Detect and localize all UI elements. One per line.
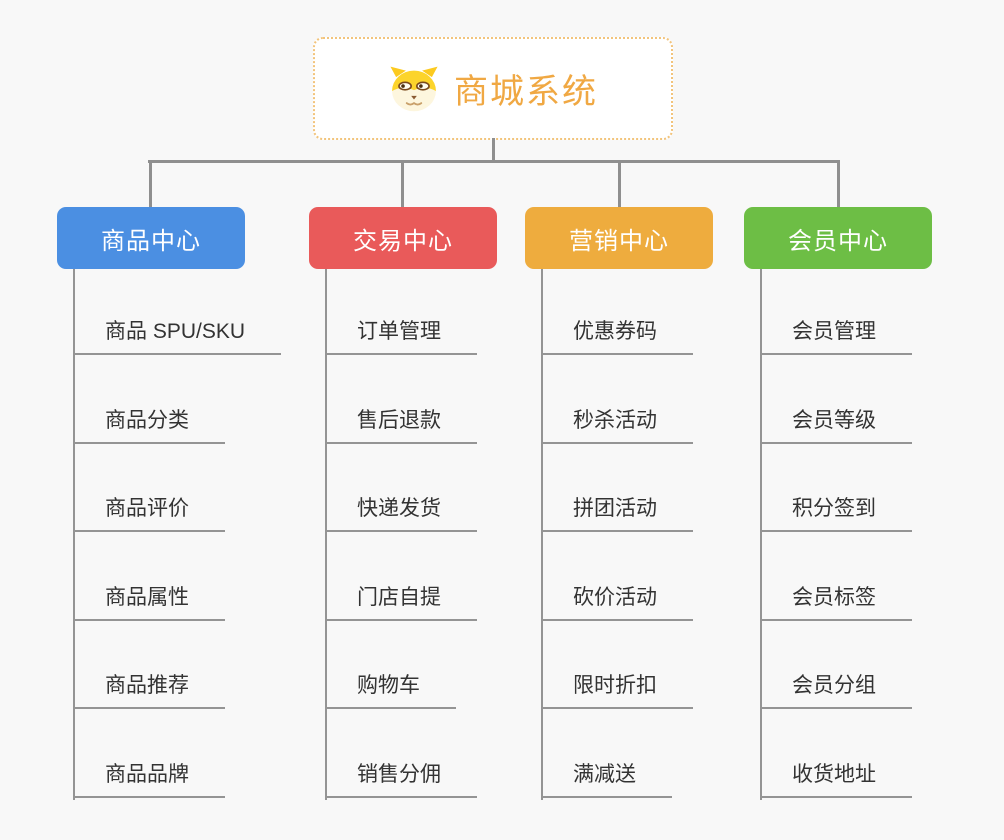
branch-member-center[interactable]: 会员中心	[744, 207, 932, 269]
child-node[interactable]: 商品 SPU/SKU	[73, 317, 282, 355]
child-node[interactable]: 满减送	[541, 760, 672, 798]
child-node[interactable]: 优惠券码	[541, 317, 693, 355]
child-node[interactable]: 门店自提	[325, 583, 477, 621]
root-node[interactable]: 商城系统	[313, 37, 673, 140]
child-node[interactable]: 商品品牌	[73, 760, 225, 798]
child-node[interactable]: 砍价活动	[541, 583, 693, 621]
child-node[interactable]: 销售分佣	[325, 760, 477, 798]
child-node[interactable]: 快递发货	[325, 494, 477, 532]
branch-connector-stub	[149, 161, 152, 208]
branch-children-column: 优惠券码 秒杀活动 拼团活动 砍价活动 限时折扣 满减送	[541, 269, 801, 800]
child-node[interactable]: 订单管理	[325, 317, 477, 355]
child-node[interactable]: 商品推荐	[73, 671, 225, 709]
child-node[interactable]: 秒杀活动	[541, 406, 693, 444]
branch-connector-stub	[401, 161, 404, 208]
child-node[interactable]: 积分签到	[760, 494, 912, 532]
branch-connector-stub	[618, 161, 621, 208]
child-node[interactable]: 商品分类	[73, 406, 225, 444]
trunk-line	[760, 269, 762, 800]
branch-children-column: 商品 SPU/SKU 商品分类 商品评价 商品属性 商品推荐 商品品牌	[73, 269, 333, 800]
dog-icon	[390, 66, 438, 112]
child-node[interactable]: 会员标签	[760, 583, 912, 621]
child-node[interactable]: 拼团活动	[541, 494, 693, 532]
child-node[interactable]: 购物车	[325, 671, 456, 709]
trunk-line	[541, 269, 543, 800]
branch-trade-center[interactable]: 交易中心	[309, 207, 497, 269]
root-title: 商城系统	[454, 73, 598, 111]
child-node[interactable]: 商品属性	[73, 583, 225, 621]
child-node[interactable]: 商品评价	[73, 494, 225, 532]
child-node[interactable]: 会员分组	[760, 671, 912, 709]
trunk-line	[325, 269, 327, 800]
branch-product-center[interactable]: 商品中心	[57, 207, 245, 269]
root-connector-stub	[492, 138, 495, 162]
child-node[interactable]: 会员等级	[760, 406, 912, 444]
child-node[interactable]: 限时折扣	[541, 671, 693, 709]
child-node[interactable]: 收货地址	[760, 760, 912, 798]
branch-connector-stub	[837, 161, 840, 208]
branch-children-column: 订单管理 售后退款 快递发货 门店自提 购物车 销售分佣	[325, 269, 585, 800]
child-node[interactable]: 会员管理	[760, 317, 912, 355]
branch-children-column: 会员管理 会员等级 积分签到 会员标签 会员分组 收货地址	[760, 269, 1004, 800]
child-node[interactable]: 售后退款	[325, 406, 477, 444]
connector-bus	[148, 160, 840, 163]
trunk-line	[73, 269, 75, 800]
branch-marketing-center[interactable]: 营销中心	[525, 207, 713, 269]
